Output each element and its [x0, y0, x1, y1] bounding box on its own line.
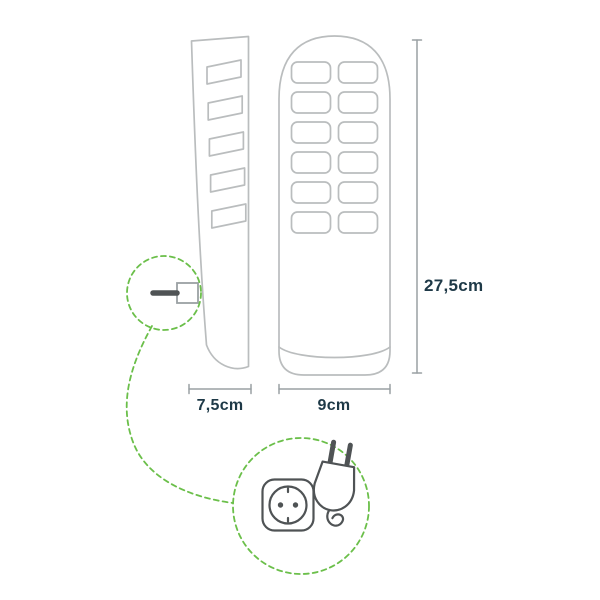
vent-slot [290, 61, 332, 84]
vent-slot [337, 91, 379, 114]
plug-body [312, 460, 356, 512]
device-base-curve [278, 346, 391, 359]
socket-well [268, 485, 308, 525]
plug-prong [327, 439, 337, 466]
vent-slot [337, 121, 379, 144]
vent-slot [337, 61, 379, 84]
plug-pin-icon [150, 282, 199, 304]
device-side-view [190, 35, 250, 370]
plug-prong [344, 442, 353, 469]
device-front-outline [278, 35, 391, 376]
vent-slot [337, 211, 379, 234]
height-dimension-line [411, 39, 423, 374]
vent-slot [290, 121, 332, 144]
schuko-socket-icon [261, 478, 315, 532]
plug-highlight-circle [126, 255, 202, 331]
vent-slot [206, 59, 242, 85]
socket-hole [292, 502, 299, 508]
vent-slot [337, 181, 379, 204]
plug-detail-circle [232, 437, 370, 575]
vent-slot [290, 91, 332, 114]
side-width-dimension-line [188, 383, 252, 395]
vent-slot [207, 95, 244, 121]
front-width-dimension-label: 9cm [317, 397, 351, 414]
callout-dashed-line [125, 325, 234, 504]
front-width-dimension-line [278, 383, 391, 395]
vent-slot [337, 151, 379, 174]
height-dimension-label: 27,5cm [424, 276, 484, 295]
device-front-view [278, 35, 391, 376]
vent-slot [208, 131, 245, 157]
vent-slot [209, 167, 246, 193]
device-side-outline [190, 35, 250, 370]
vent-slot [290, 181, 332, 204]
socket-hole [277, 502, 284, 508]
vent-slot [290, 151, 332, 174]
vent-slot [290, 211, 332, 234]
side-width-dimension-label: 7,5cm [196, 397, 244, 414]
vent-slot [210, 203, 247, 229]
plug-body [176, 282, 199, 304]
plug-cable [326, 508, 345, 527]
power-plug-icon [312, 439, 356, 527]
